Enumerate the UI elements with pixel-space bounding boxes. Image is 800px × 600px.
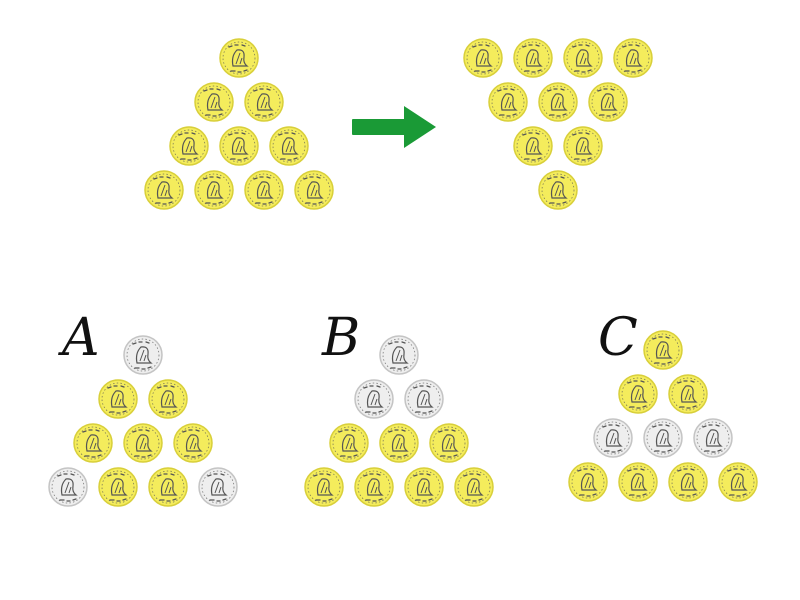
gold-coin [73, 423, 113, 463]
gold-coin [568, 462, 608, 502]
option-a-label: A [58, 308, 100, 368]
gold-coin [294, 170, 334, 210]
silver-coin [48, 467, 88, 507]
gold-coin [488, 82, 528, 122]
option-a: A [48, 308, 238, 507]
silver-coin [693, 418, 733, 458]
gold-coin [643, 330, 683, 370]
option-c-label: C [598, 308, 638, 368]
original-triangle [144, 38, 334, 210]
gold-coin [463, 38, 503, 78]
gold-coin [718, 462, 758, 502]
gold-coin [513, 126, 553, 166]
option-b-label: B [321, 308, 360, 368]
silver-coin [354, 379, 394, 419]
gold-coin [244, 170, 284, 210]
silver-coin [123, 335, 163, 375]
silver-coin [593, 418, 633, 458]
gold-coin [194, 170, 234, 210]
gold-coin [668, 462, 708, 502]
gold-coin [454, 467, 494, 507]
gold-coin [429, 423, 469, 463]
gold-coin [563, 126, 603, 166]
gold-coin [244, 82, 284, 122]
gold-coin [668, 374, 708, 414]
gold-coin [618, 374, 658, 414]
gold-coin [173, 423, 213, 463]
silver-coin [379, 335, 419, 375]
option-c-coins [568, 330, 758, 502]
gold-coin [123, 423, 163, 463]
gold-coin [304, 467, 344, 507]
gold-coin [404, 467, 444, 507]
gold-coin [513, 38, 553, 78]
gold-coin [148, 379, 188, 419]
gold-coin [219, 126, 259, 166]
gold-coin [269, 126, 309, 166]
option-a-coins [48, 335, 238, 507]
option-c: C [568, 308, 758, 502]
gold-coin [329, 423, 369, 463]
inverted-triangle [463, 38, 653, 210]
gold-coin [538, 170, 578, 210]
gold-coin [613, 38, 653, 78]
gold-coin [144, 170, 184, 210]
arrow-right-icon [352, 106, 436, 148]
silver-coin [643, 418, 683, 458]
gold-coin [194, 82, 234, 122]
gold-coin [98, 379, 138, 419]
gold-coin [618, 462, 658, 502]
gold-coin [169, 126, 209, 166]
gold-coin [219, 38, 259, 78]
silver-coin [198, 467, 238, 507]
option-b: B [304, 308, 494, 507]
gold-coin [148, 467, 188, 507]
gold-coin [538, 82, 578, 122]
gold-coin [98, 467, 138, 507]
gold-coin [379, 423, 419, 463]
gold-coin [563, 38, 603, 78]
silver-coin [404, 379, 444, 419]
option-b-coins [304, 335, 494, 507]
gold-coin [354, 467, 394, 507]
gold-coin [588, 82, 628, 122]
